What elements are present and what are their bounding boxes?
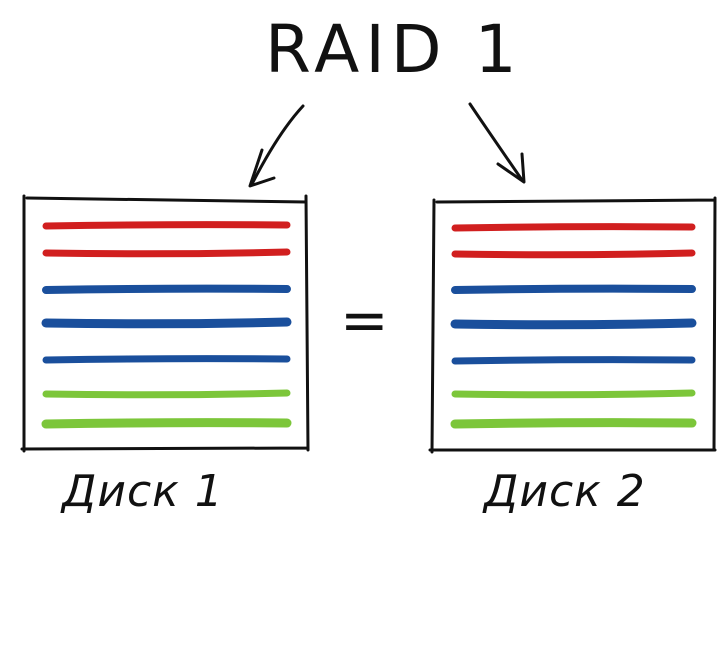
disk-2-stripe-6	[451, 389, 696, 399]
arrow-to-disk-2	[468, 102, 526, 184]
disk-2-stripe-7	[450, 418, 697, 429]
disk-1-frame	[20, 194, 310, 453]
disk-1-stripe-1	[42, 221, 291, 230]
disk-1-stripe-2	[42, 248, 291, 258]
disk-2-stripe-5	[451, 356, 696, 365]
disk-1-label: Диск 1	[60, 466, 224, 517]
equals-sign: =	[340, 286, 389, 354]
disk-2-stripe-2	[451, 249, 696, 259]
disk-1-stripe-5	[42, 355, 291, 364]
disk-2-stripe-4	[450, 318, 697, 330]
disk-2-stripe-3	[451, 284, 696, 294]
disk-2-stripe-1	[451, 223, 696, 232]
arrow-to-disk-1	[248, 104, 305, 188]
disk-2-frame	[428, 196, 717, 454]
disk-2-stripes	[450, 223, 697, 429]
disk-1-stripe-4	[41, 317, 292, 329]
disk-1-stripes	[41, 221, 292, 429]
disk-2-label: Диск 2	[482, 466, 646, 517]
diagram-title: RAID 1	[265, 11, 523, 88]
disk-1-stripe-3	[42, 284, 291, 294]
disk-2	[428, 196, 717, 454]
disk-1-stripe-6	[42, 389, 291, 399]
disk-1-stripe-7	[41, 418, 292, 429]
disk-1	[20, 194, 310, 453]
